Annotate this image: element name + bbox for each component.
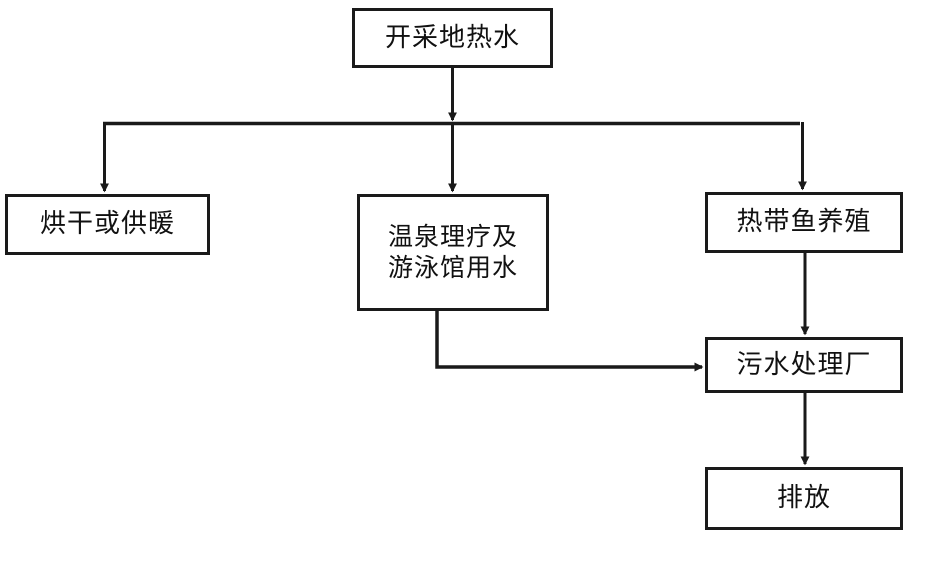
node-fish-farming: 热带鱼养殖 [705,192,903,253]
node-spa-pool: 温泉理疗及 游泳馆用水 [357,194,549,311]
node-sewage-plant-label: 污水处理厂 [736,349,872,380]
node-spa-pool-label: 温泉理疗及 游泳馆用水 [387,222,518,282]
node-fish-farming-label: 热带鱼养殖 [736,207,872,238]
node-source-label: 开采地热水 [384,22,520,53]
node-sewage-plant: 污水处理厂 [705,337,903,393]
node-drying-heating-label: 烘干或供暖 [39,209,175,240]
node-discharge: 排放 [705,467,903,530]
node-source: 开采地热水 [352,8,553,68]
node-discharge-label: 排放 [776,483,831,514]
node-drying-heating: 烘干或供暖 [5,194,210,255]
connector-spa-to-sewage [435,311,704,372]
